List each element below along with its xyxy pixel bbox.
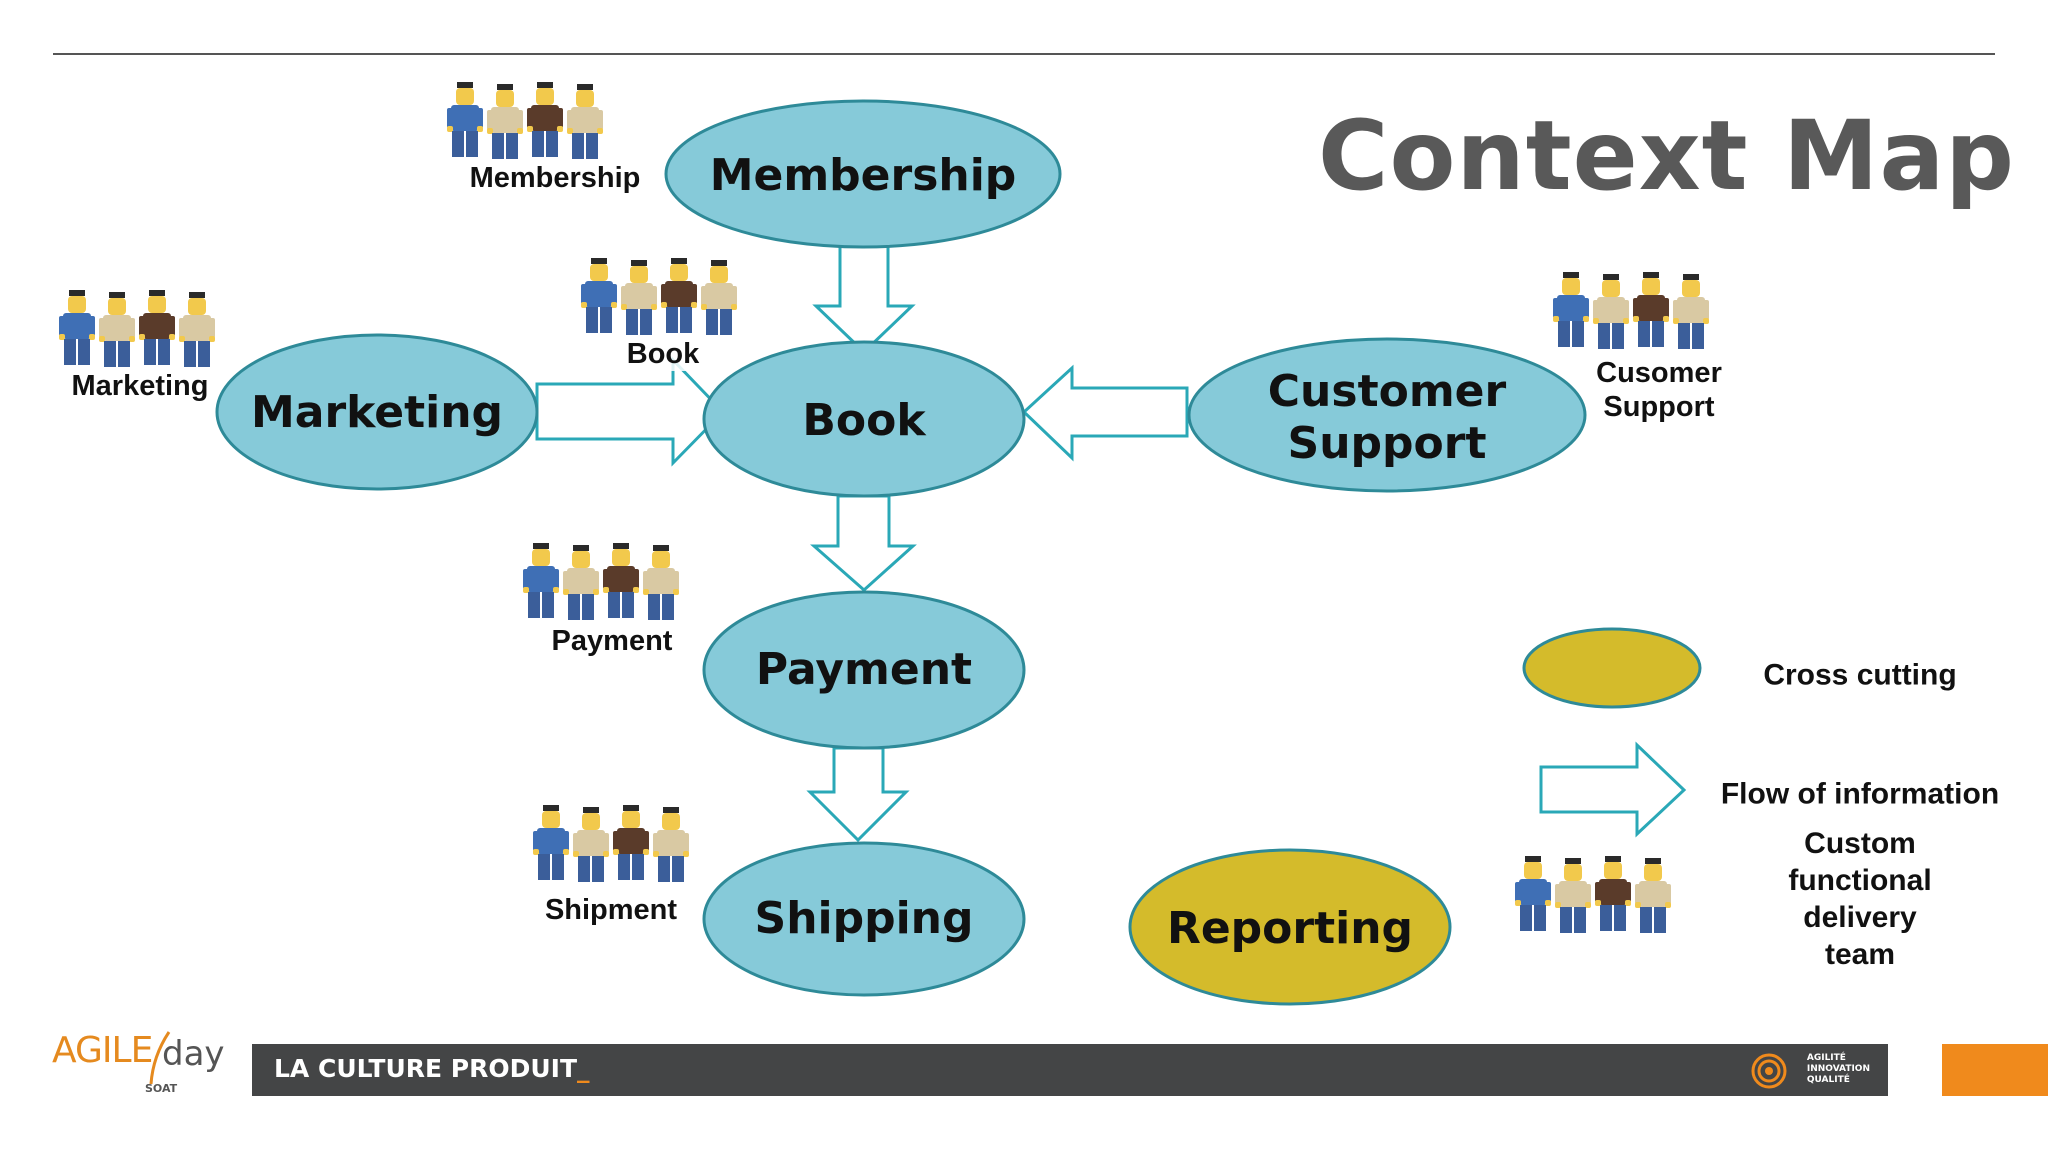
minifigure-icon [1673, 274, 1709, 349]
minifigure-icon [1555, 858, 1591, 933]
legend-flow-label: Flow of information [1720, 777, 2000, 811]
footer-text: LA CULTURE PRODUIT_ [274, 1054, 590, 1083]
team-label-book: Book [623, 337, 703, 371]
minifigure-icon [527, 82, 563, 157]
minifigure-icon [1595, 856, 1631, 931]
legend-team-icon [1515, 856, 1671, 933]
minifigure-icon [621, 260, 657, 335]
arrow-marketing-to-book [535, 356, 726, 467]
team-icon-payment [523, 543, 679, 620]
target-icon [1751, 1053, 1787, 1089]
logo-day-text: day [162, 1034, 225, 1074]
team-label-customer-support: Cusomer Support [1596, 357, 1722, 423]
context-reporting [1128, 848, 1452, 1006]
team-label-payment: Payment [548, 624, 676, 658]
logo-agile-text: AGILE [52, 1030, 153, 1071]
minifigure-icon [533, 805, 569, 880]
context-label-reporting: Reporting [1166, 903, 1414, 954]
minifigure-icon [581, 258, 617, 333]
legend-team-label: Custom functional delivery team [1788, 827, 1932, 971]
context-label-marketing: Marketing [250, 387, 504, 438]
minifigure-icon [487, 84, 523, 159]
team-label-shipment: Shipment [541, 893, 681, 927]
minifigure-icon [567, 84, 603, 159]
context-label-shipping: Shipping [754, 893, 974, 944]
arrow-customer-support-to-book [1021, 364, 1189, 462]
slide-title: Context Map [1318, 100, 2016, 212]
minifigure-icon [447, 82, 483, 157]
legend-cross-cutting-label: Cross cutting [1763, 658, 1957, 692]
minifigure-icon [1515, 856, 1551, 931]
context-label-payment: Payment [755, 644, 973, 695]
context-shipping [702, 841, 1026, 997]
minifigure-icon [573, 807, 609, 882]
minifigure-icon [139, 290, 175, 365]
team-icon-membership [447, 82, 603, 159]
legend-flow-arrow-shape [1539, 741, 1687, 838]
minifigure-icon [563, 545, 599, 620]
minifigure-icon [613, 805, 649, 880]
minifigure-icon [1635, 858, 1671, 933]
context-label-membership: Membership [709, 150, 1017, 201]
minifigure-icon [653, 807, 689, 882]
footer-tagline-line: INNOVATION [1806, 1064, 1870, 1074]
context-label-book: Book [802, 395, 926, 446]
team-icon-shipment [533, 805, 689, 882]
team-icon-customer-support [1553, 272, 1709, 349]
minifigure-icon [99, 292, 135, 367]
context-book [702, 340, 1026, 498]
logo-slash-icon [149, 1031, 171, 1085]
arrow-membership-to-book [812, 244, 916, 355]
footer-accent-block [1942, 1044, 2048, 1096]
footer-text-main: LA CULTURE PRODUIT [274, 1054, 578, 1083]
minifigure-icon [1633, 272, 1669, 347]
minifigure-icon [701, 260, 737, 335]
minifigure-icon [603, 543, 639, 618]
minifigure-icon [523, 543, 559, 618]
context-marketing [215, 333, 539, 491]
minifigure-icon [661, 258, 697, 333]
team-label-marketing: Marketing [68, 369, 212, 403]
arrow-book-to-payment [810, 494, 917, 593]
footer-tagline: AGILITÉ INNOVATION QUALITÉ [1807, 1053, 1870, 1086]
team-icon-book [581, 258, 737, 335]
footer-bar: LA CULTURE PRODUIT_ AGILITÉ INNOVATION Q… [252, 1044, 1888, 1096]
minifigure-icon [179, 292, 215, 367]
context-payment [702, 590, 1026, 750]
context-label-customer-support: Customer Support [1267, 366, 1507, 469]
footer-tagline-line: AGILITÉ [1806, 1053, 1846, 1063]
minifigure-icon [59, 290, 95, 365]
logo-org-text: SOAT [145, 1082, 178, 1095]
legend-cross-cutting-shape [1522, 627, 1702, 709]
team-icon-marketing [59, 290, 215, 367]
arrow-payment-to-shipping [806, 746, 910, 843]
minifigure-icon [643, 545, 679, 620]
footer-tagline-line: QUALITÉ [1806, 1075, 1850, 1085]
context-membership [664, 99, 1062, 249]
minifigure-icon [1553, 272, 1589, 347]
team-label-membership: Membership [466, 161, 644, 195]
context-customer-support [1187, 337, 1587, 493]
minifigure-icon [1593, 274, 1629, 349]
footer-cursor: _ [577, 1054, 590, 1083]
